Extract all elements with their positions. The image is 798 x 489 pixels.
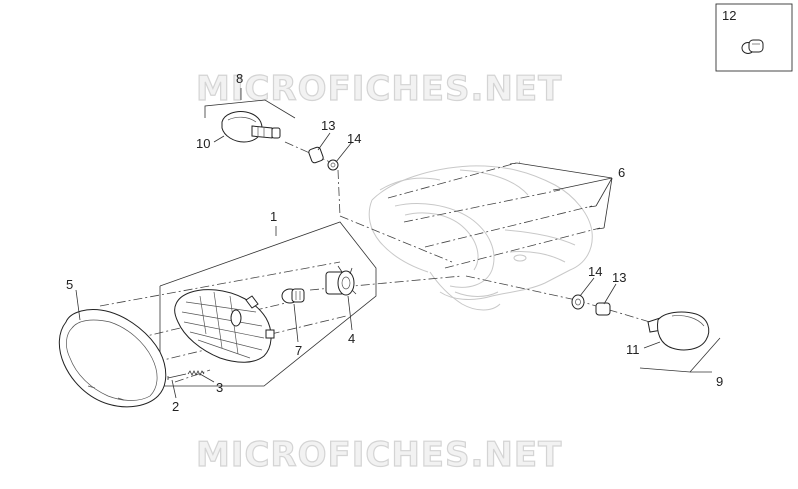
sleeve-top-icon [308,146,324,164]
callout-4: 4 [348,331,355,346]
callout-2: 2 [172,399,179,414]
bracket-part-9 [639,337,721,373]
leader-lines [75,132,661,399]
callout-8: 8 [236,71,243,86]
inset-box-part-12: 12 [715,3,793,72]
screws-part-6 [509,162,605,230]
callout-13-top: 13 [321,118,335,133]
bulb-icon-small [741,39,764,54]
callout-10: 10 [196,136,210,151]
callout-9: 9 [716,374,723,389]
callout-6: 6 [618,165,625,180]
callout-12: 12 [722,8,736,23]
left-turn-signal [221,111,281,143]
callout-13-right: 13 [612,270,626,285]
sleeve-right-icon [595,302,611,316]
callout-3: 3 [216,380,223,395]
handlebar-cover-ghost [368,165,593,311]
callout-1: 1 [270,209,277,224]
screw-icon [167,373,187,380]
spring-icon [187,370,205,376]
watermark-top: MICROFICHES.NET [196,69,562,109]
callout-14-top: 14 [347,131,361,146]
bracket-part-8 [204,88,296,119]
nut-top-icon [327,159,339,171]
headlight-rim [58,309,167,408]
nut-right-icon [571,294,585,310]
callout-14-right: 14 [588,264,602,279]
bulb-socket-icon [325,265,357,296]
alignment-lines [99,141,661,383]
watermark-bottom: MICROFICHES.NET [196,435,562,475]
callout-11: 11 [626,342,640,357]
right-turn-signal [647,311,710,351]
callout-5: 5 [66,277,73,292]
callout-7: 7 [295,343,302,358]
headlight-lens [174,289,275,363]
bulb-icon [281,288,305,304]
